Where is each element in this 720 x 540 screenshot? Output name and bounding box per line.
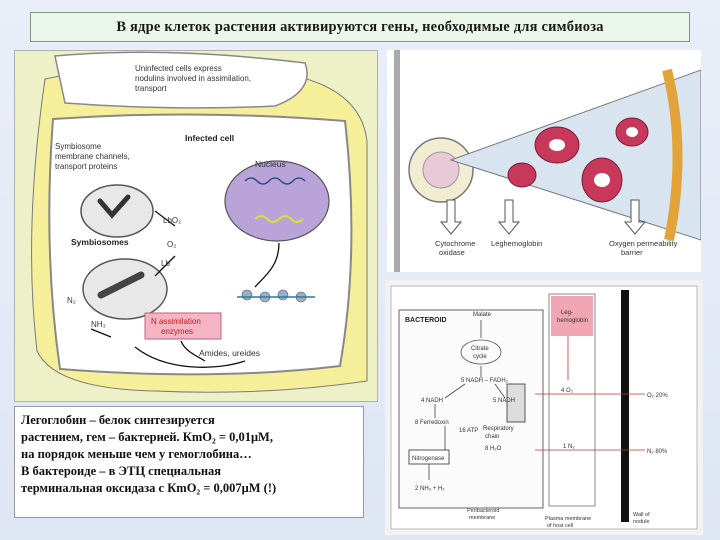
bacteroid-diagram: BACTEROID Malate Citrate cycle 5 NADH – … [385,280,703,535]
enzymes-label-2: enzymes [161,327,193,336]
peribacteroid-label-1: Peribacteroid [467,508,499,514]
symbiosomes-label: Symbiosomes [71,237,129,247]
lbo2-label: LbO₂ [163,216,181,225]
nh3-h2-label: 2 NH₃ + H₂ [415,486,445,492]
cytochrome-label-2: oxidase [439,248,465,257]
plasma-membrane-label-1: Plasma membrane [545,516,591,522]
o2-percent-label: O₂ 20% [647,393,668,399]
lb-label: Lb [161,259,170,268]
n2-percent-label: N₂ 80% [647,449,668,455]
nodule-section-diagram: Cytochrome oxidase Leghemoglobin Oxygen … [387,50,701,272]
n2-flux-label: 1 N₂ [563,444,575,450]
leghemoglobin-notes: Легоглобин – белок синтезируется растени… [14,406,364,518]
note-line-2: растением, гем – бактерией. КmO₂ = 0,01μ… [21,430,273,444]
oxygen-barrier-label-1: Oxygen permeability [609,239,678,248]
oxygen-barrier-label-2: barrier [621,248,643,257]
amides-label: Amides, ureides [199,348,260,358]
note-line-5: терминальная оксидаза с КmO₂ = 0,007μМ (… [21,481,277,495]
h2o-label: 8 H₂O [485,446,502,452]
o2-label: O₂ [167,240,176,249]
enzymes-label-1: N assimilation [151,317,201,326]
infected-cell-label: Infected cell [185,133,234,143]
n2-label: N₂ [67,296,76,305]
nodule-wall-label-1: Wall of [633,512,650,518]
respiratory-chain-1: Respiratory [483,426,514,432]
uninfected-note-2: nodulins involved in assimilation, [135,74,251,83]
symbiosome-channels-2: membrane channels, [55,152,130,161]
note-line-1: Легоглобин – белок синтезируется [21,413,215,427]
nitrogenase-label: Nitrogenase [412,456,445,462]
slide-title: В ядре клеток растения активируются гены… [116,18,604,35]
respiratory-chain-2: chain [485,434,499,440]
leghemoglobin-box-2: hemoglobin [557,318,588,324]
leghemoglobin-box-1: Leg- [561,310,573,316]
nadh-left-label: 4 NADH [421,398,443,404]
citrate-label-1: Citrate [471,346,489,352]
symbiosome-channels-3: transport proteins [55,162,117,171]
uninfected-note-1: Uninfected cells express [135,64,222,73]
nucleus-label: Nucleus [255,159,286,169]
o2-flux-label: 4 O₂ [561,388,574,394]
nh3-label: NH₃ [91,320,106,329]
ferredoxin-label: 8 Ferredoxin [415,420,449,426]
slide-title-box: В ядре клеток растения активируются гены… [30,12,690,42]
nadh-right-label: 5 NADH [493,398,515,404]
note-line-3: на порядок меньше чем у гемоглобина… [21,447,252,461]
nodule-wall-label-2: nodule [633,519,650,525]
atp-label: 16 ATP [459,428,478,434]
symbiosome-channels-1: Symbiosome [55,142,102,151]
bacteroid-label: BACTEROID [405,317,447,324]
malate-label: Malate [473,312,492,318]
citrate-label-2: cycle [473,354,487,360]
infected-cell-diagram: Uninfected cells express nodulins involv… [14,50,378,402]
leghemoglobin-label: Leghemoglobin [491,239,542,248]
cytochrome-label-1: Cytochrome [435,239,475,248]
nadh-fadh-label: 5 NADH – FADH₂ [461,378,509,384]
plasma-membrane-label-2: of host cell [547,523,573,529]
note-line-4: В бактероиде – в ЭТЦ специальная [21,464,222,478]
peribacteroid-label-2: membrane [469,515,495,521]
uninfected-note-3: transport [135,84,167,93]
